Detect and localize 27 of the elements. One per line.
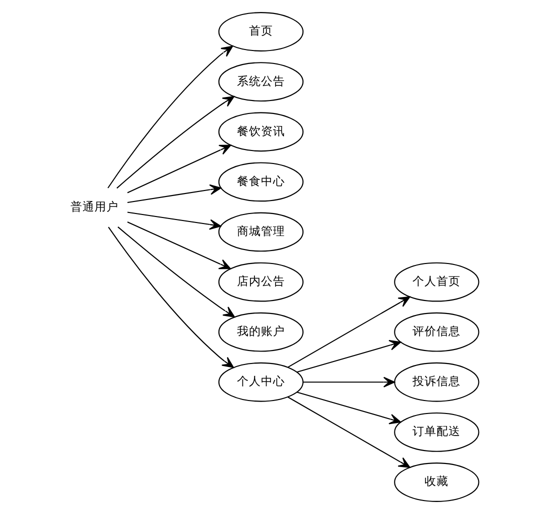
node-ellipse: 我的账户: [218, 312, 304, 352]
node-ellipse: 投诉信息: [394, 362, 480, 402]
arrow: [297, 340, 402, 373]
arrow: [288, 396, 410, 468]
node-ellipse: 店内公告: [218, 262, 304, 302]
arrow: [116, 96, 234, 189]
node-ellipse: 个人首页: [394, 262, 480, 302]
node-ellipse: 首页: [218, 12, 304, 52]
arrow: [127, 222, 231, 270]
node-ellipse: 商城管理: [218, 212, 304, 252]
node-ellipse: 个人中心: [218, 362, 304, 402]
arrow: [127, 212, 222, 230]
node-ellipse: 系统公告: [218, 62, 304, 102]
arrow: [108, 226, 234, 368]
arrow: [118, 226, 235, 318]
node-ellipse: 评价信息: [394, 312, 480, 352]
node-ellipse: 餐饮资讯: [218, 112, 304, 152]
arrow: [297, 392, 402, 424]
node-ellipse: 收藏: [394, 462, 480, 502]
node-ellipse: 订单配送: [394, 412, 480, 452]
node-text: 普通用户: [70, 199, 118, 214]
arrow: [108, 46, 234, 188]
arrow: [127, 184, 222, 204]
arrow: [127, 144, 232, 194]
arrow: [288, 296, 410, 368]
node-ellipse: 餐食中心: [218, 162, 304, 202]
arrow: [303, 376, 395, 388]
